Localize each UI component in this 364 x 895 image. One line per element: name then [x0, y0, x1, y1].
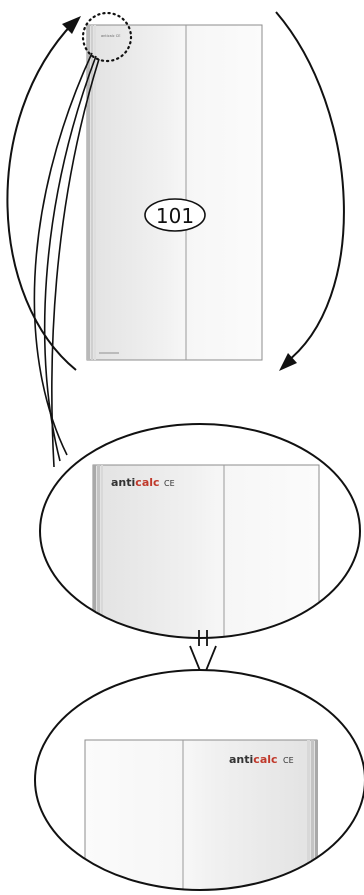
panel-edge-stripe	[94, 25, 96, 360]
panel-bottom-mark	[99, 352, 119, 354]
main-panel: anticalc CE	[86, 24, 263, 361]
zoom-bottom-outline	[34, 669, 364, 891]
zoom-bottom-ce-mark: CE	[283, 756, 294, 765]
zoom-detail-bottom: anticalc CE	[34, 669, 364, 891]
panel-small-brand: anticalc CE	[101, 34, 120, 38]
panel-body	[86, 24, 263, 361]
left-arrowhead	[62, 16, 81, 34]
zoom-detail-top: anticalc CE	[39, 423, 361, 639]
callout-ellipse	[144, 198, 206, 232]
panel-edge-stripe	[91, 25, 93, 360]
zoom-top-brand: anticalc	[111, 476, 160, 489]
zoom-bottom-panel	[84, 739, 318, 890]
zoom-top-outline	[39, 423, 361, 639]
panel-edge-stripe	[87, 25, 90, 360]
zoom-bottom-brand: anticalc	[229, 753, 278, 766]
right-rotation-arc	[275, 11, 345, 365]
zoom-top-ce-mark: CE	[164, 479, 175, 488]
zoom-top-panel	[92, 464, 320, 638]
zoom-leader-lines	[33, 52, 100, 468]
right-arrowhead	[279, 353, 297, 371]
part-callout: 101	[144, 198, 206, 232]
zoom-highlight-circle	[81, 11, 133, 63]
rotation-arrows	[6, 11, 345, 371]
left-rotation-arc	[6, 21, 77, 371]
callout-number: 101	[156, 204, 194, 228]
